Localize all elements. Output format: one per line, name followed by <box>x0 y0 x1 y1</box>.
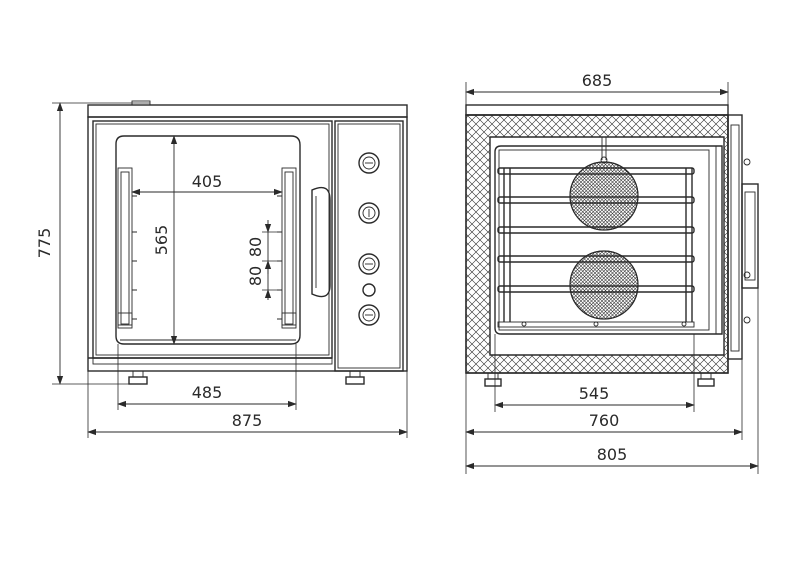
steam-pipe <box>601 137 607 160</box>
tray-rack <box>497 167 695 328</box>
side-top-cover <box>465 104 729 116</box>
door-handle <box>311 186 331 298</box>
indicator-light <box>362 283 376 297</box>
knob-3 <box>358 253 380 275</box>
front-view: 775 565 405 80 80 485 875 <box>35 100 408 438</box>
side-view: 685 545 760 805 <box>465 71 759 474</box>
side-control-box <box>741 183 759 289</box>
side-door <box>727 114 751 360</box>
oven-body <box>87 116 408 372</box>
dim-cavity-height: 565 <box>152 225 171 256</box>
dim-body-depth: 760 <box>589 411 620 430</box>
knob-4 <box>358 304 380 326</box>
front-foot-left <box>128 370 148 385</box>
side-foot-right <box>697 372 715 387</box>
dim-cavity-width: 405 <box>192 172 223 191</box>
dim-base-width: 485 <box>192 383 223 402</box>
dim-rail-spacing: 80 <box>246 237 265 257</box>
control-panel <box>334 120 404 372</box>
dim-overall-width: 875 <box>232 411 263 430</box>
knob-2 <box>358 202 380 224</box>
fan-upper <box>569 161 639 231</box>
left-rail <box>117 167 137 329</box>
dim-cavity-depth: 685 <box>582 71 613 90</box>
door-glass <box>115 135 301 345</box>
knob-1 <box>358 152 380 174</box>
fan-lower <box>569 250 639 320</box>
side-foot-left <box>484 372 502 387</box>
dim-fan-width: 545 <box>579 384 610 403</box>
front-foot-right <box>345 370 365 385</box>
dim-rail-spacing-2: 80 <box>246 266 265 286</box>
dim-overall-depth: 805 <box>597 445 628 464</box>
top-cover <box>87 104 408 118</box>
dim-height: 775 <box>35 228 54 259</box>
